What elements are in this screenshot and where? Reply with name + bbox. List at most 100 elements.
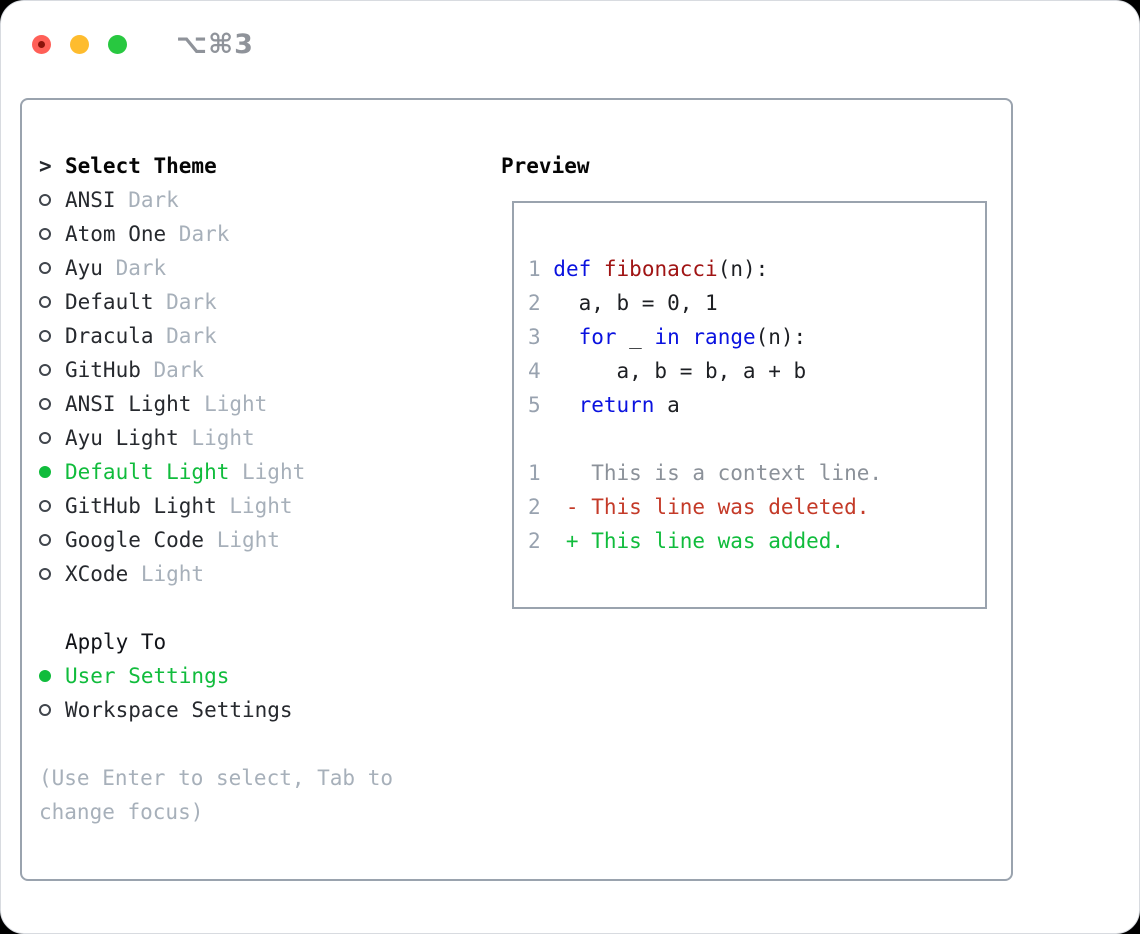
line-number: 3 [528,325,541,349]
blank-line [528,422,882,456]
zoom-button-icon[interactable] [108,35,127,54]
radio-icon [39,364,51,376]
code-segment: _ [616,325,655,349]
theme-variant-label: Light [242,460,306,484]
code-segment: (n): [755,325,807,349]
code-segment: for [578,325,617,349]
radio-icon [39,228,51,240]
code-segment: a, b = b, a + b [540,359,807,383]
option-label: Ayu [65,256,103,280]
spacer [39,727,393,761]
code-line: 4 a, b = b, a + b [528,354,882,388]
code-line: 3 for _ in range(n): [528,320,882,354]
diff-line: 2 - This line was deleted. [528,490,882,524]
close-button-icon[interactable] [32,35,51,54]
theme-variant-label: Dark [166,290,217,314]
apply-to-item[interactable]: Workspace Settings [39,693,393,727]
apply-to-item[interactable]: User Settings [39,659,393,693]
theme-variant-label: Dark [153,358,205,382]
theme-item[interactable]: ANSI Dark [39,183,393,217]
code-segment: a [654,393,680,417]
option-label: Workspace Settings [65,698,293,722]
preview-title: Preview [501,154,590,178]
radio-icon [39,262,51,274]
code-segment: def [553,257,592,281]
theme-item[interactable]: Default Dark [39,285,393,319]
option-label: Atom One [65,222,167,246]
theme-variant-label: Dark [178,222,230,246]
option-label: Default [65,290,154,314]
code-segment: a, b = 0, 1 [540,291,718,315]
theme-variant-label: Light [204,392,268,416]
code-segment: + This line was added. [540,529,845,553]
code-segment: range [692,325,756,349]
code-segment: in [654,325,680,349]
minimize-button-icon[interactable] [70,35,89,54]
option-label: ANSI [65,188,116,212]
line-number: 1 [528,257,541,281]
radio-selected-icon [39,670,51,682]
code-line: 1 def fibonacci(n): [528,252,882,286]
option-label: Default Light [65,460,230,484]
radio-icon [39,432,51,444]
code-segment: This is a context line. [540,461,883,485]
theme-item[interactable]: Ayu Light Light [39,421,393,455]
theme-item[interactable]: Google Code Light [39,523,393,557]
line-number: 2 [528,291,541,315]
code-segment [591,252,604,286]
code-segment: return [578,393,655,417]
code-segment [541,252,554,286]
code-segment [541,388,579,422]
option-label: Google Code [65,528,205,552]
radio-icon [39,534,51,546]
radio-icon [39,500,51,512]
radio-icon [39,568,51,580]
theme-item[interactable]: Atom One Dark [39,217,393,251]
help-text-line-1: (Use Enter to select, Tab to [39,766,394,790]
code-segment [541,320,579,354]
window-title: ⌥⌘3 [176,29,254,60]
code-segment: fibonacci [603,257,718,281]
option-label: Ayu Light [65,426,179,450]
line-number: 2 [528,529,541,553]
option-label: GitHub Light [65,494,217,518]
help-text-line-2: change focus) [39,800,204,824]
line-number: 1 [528,461,541,485]
theme-variant-label: Light [191,426,255,450]
radio-icon [39,330,51,342]
code-line: 5 return a [528,388,882,422]
theme-item[interactable]: Default Light Light [39,455,393,489]
theme-variant-label: Dark [128,188,179,212]
radio-icon [39,194,51,206]
apply-to-header-row: Apply To [39,625,393,659]
radio-selected-icon [39,466,51,478]
option-label: User Settings [65,664,230,688]
code-segment: - This line was deleted. [540,495,870,519]
theme-item[interactable]: GitHub Light Light [39,489,393,523]
line-number: 4 [528,359,541,383]
select-theme-title: Select Theme [65,154,217,178]
theme-variant-label: Light [216,528,280,552]
theme-variant-label: Light [229,494,293,518]
radio-icon [39,296,51,308]
code-segment: (n): [717,257,769,281]
apply-to-title: Apply To [65,630,167,654]
radio-icon [39,398,51,410]
prompt-icon: > [39,154,52,178]
code-segment [680,320,693,354]
spacer [39,591,393,625]
radio-icon [39,704,51,716]
select-theme-header-row: > Select Theme [39,149,393,183]
line-number: 2 [528,495,541,519]
